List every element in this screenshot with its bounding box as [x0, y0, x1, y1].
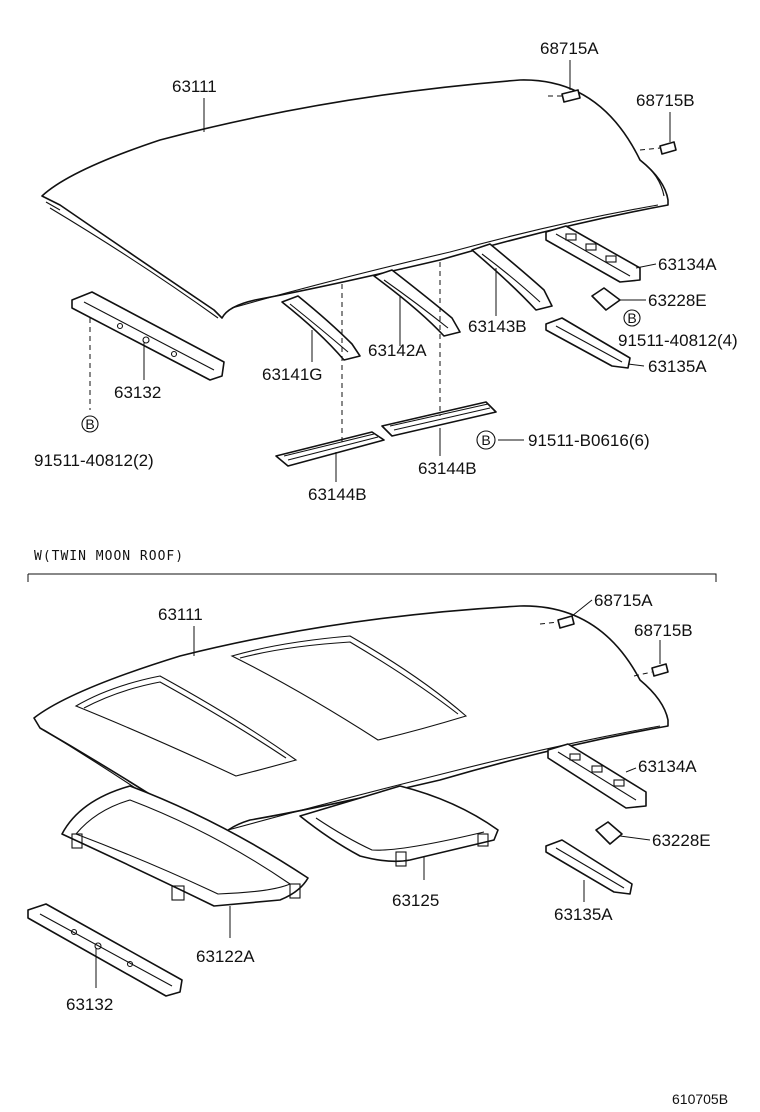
label-silencer-left: 63144B: [308, 485, 367, 504]
bottom-section: W(TWIN MOON ROOF): [27, 549, 717, 1014]
rear-header-lower-bottom: [545, 839, 633, 895]
label-bolt-b6: 91511-B0616(6): [528, 431, 650, 450]
label-patch-b-top: 68715B: [636, 91, 695, 110]
label-bow-a: 63142A: [368, 341, 427, 360]
top-section: B B B 63111 68715A 68715B 63134A 63228E …: [34, 39, 738, 504]
silencer-left-top: [275, 431, 385, 467]
silencer-right-top: [381, 401, 497, 437]
front-header-bottom: [27, 903, 183, 997]
figure-id: 610705B: [672, 1091, 728, 1107]
sunroof-frame-front: [61, 785, 309, 907]
label-bolt-b4: 91511-40812(4): [618, 331, 738, 350]
rear-header-lower-top: [545, 317, 631, 369]
label-bracket-bottom: 63228E: [652, 831, 711, 850]
patch-b-bottom: [651, 663, 669, 677]
roof-bow-63141g: [281, 295, 361, 361]
roof-bow-63143b: [471, 243, 553, 311]
callout-b-1: B: [627, 310, 636, 326]
bracket-top: [591, 287, 621, 311]
label-bolt-b2: 91511-40812(2): [34, 451, 154, 470]
label-frame-front: 63122A: [196, 947, 255, 966]
roof-panel-top: [41, 79, 669, 319]
label-patch-a-bottom: 68715A: [594, 591, 653, 610]
patch-b-top: [659, 141, 677, 155]
bracket-bottom: [595, 821, 623, 845]
label-bow-g: 63141G: [262, 365, 323, 384]
label-rear-header-rein-top: 63134A: [658, 255, 717, 274]
section-heading: W(TWIN MOON ROOF): [34, 549, 184, 564]
roof-bow-63142a: [373, 269, 461, 337]
label-rear-header-lower-top: 63135A: [648, 357, 707, 376]
label-roof-panel-top: 63111: [172, 77, 217, 96]
callout-b-3: B: [481, 432, 490, 448]
label-rear-header-lower-bottom: 63135A: [554, 905, 613, 924]
rear-header-rein-bottom: [547, 743, 647, 809]
label-roof-panel-bottom: 63111: [158, 605, 203, 624]
label-front-header-bottom: 63132: [66, 995, 113, 1014]
label-rear-header-rein-bottom: 63134A: [638, 757, 697, 776]
sunroof-frame-rear: [299, 785, 499, 867]
label-frame-rear: 63125: [392, 891, 439, 910]
patch-a-bottom: [557, 615, 575, 629]
rear-header-rein-top: [545, 225, 641, 283]
patch-a-top: [561, 89, 581, 103]
label-front-header-top: 63132: [114, 383, 161, 402]
label-patch-b-bottom: 68715B: [634, 621, 693, 640]
label-patch-a-top: 68715A: [540, 39, 599, 58]
label-bow-b: 63143B: [468, 317, 527, 336]
label-silencer-right: 63144B: [418, 459, 477, 478]
callout-b-2: B: [85, 416, 94, 432]
front-header-top: [71, 291, 225, 381]
label-bracket-top: 63228E: [648, 291, 707, 310]
